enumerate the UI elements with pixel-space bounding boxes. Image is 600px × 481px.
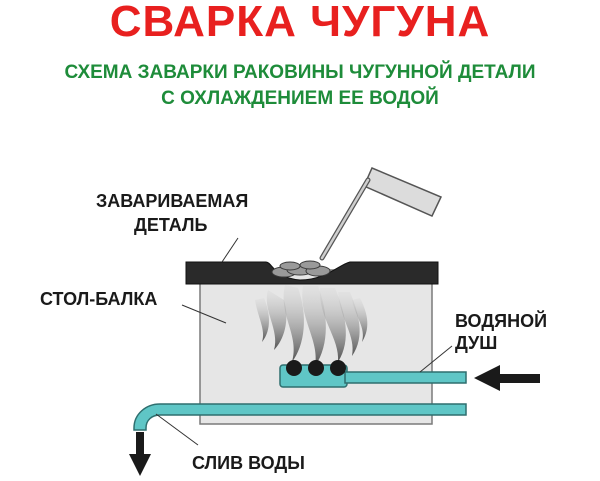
table-leader-line [181, 304, 227, 324]
weld-bead [271, 260, 331, 278]
subtitle-line-1: СХЕМА ЗАВАРКИ РАКОВИНЫ ЧУГУННОЙ ДЕТАЛИ [64, 62, 536, 83]
water-inflow-arrow [474, 365, 540, 391]
label-shower-line-1: ВОДЯНОЙ [455, 311, 548, 331]
water-shower [279, 360, 467, 388]
diagram-title: СВАРКА ЧУГУНА [109, 0, 491, 46]
label-part-line-1: ЗАВАРИВАЕМАЯ [96, 191, 249, 211]
steam-plumes [255, 285, 368, 366]
label-part-line-2: ДЕТАЛЬ [134, 215, 208, 235]
label-drain: СЛИВ ВОДЫ [192, 453, 305, 473]
part-leader-line [221, 237, 239, 263]
electrode-holder [319, 167, 443, 261]
subtitle-line-2: С ОХЛАЖДЕНИЕМ ЕЕ ВОДОЙ [161, 88, 439, 109]
drain-leader-line [155, 413, 199, 446]
label-shower-line-2: ДУШ [455, 333, 498, 353]
welded-part [185, 261, 439, 285]
drain-arrow [129, 432, 151, 476]
drain-pipe [133, 403, 467, 431]
label-table-beam: СТОЛ-БАЛКА [40, 289, 158, 309]
shower-leader-line [419, 345, 453, 373]
